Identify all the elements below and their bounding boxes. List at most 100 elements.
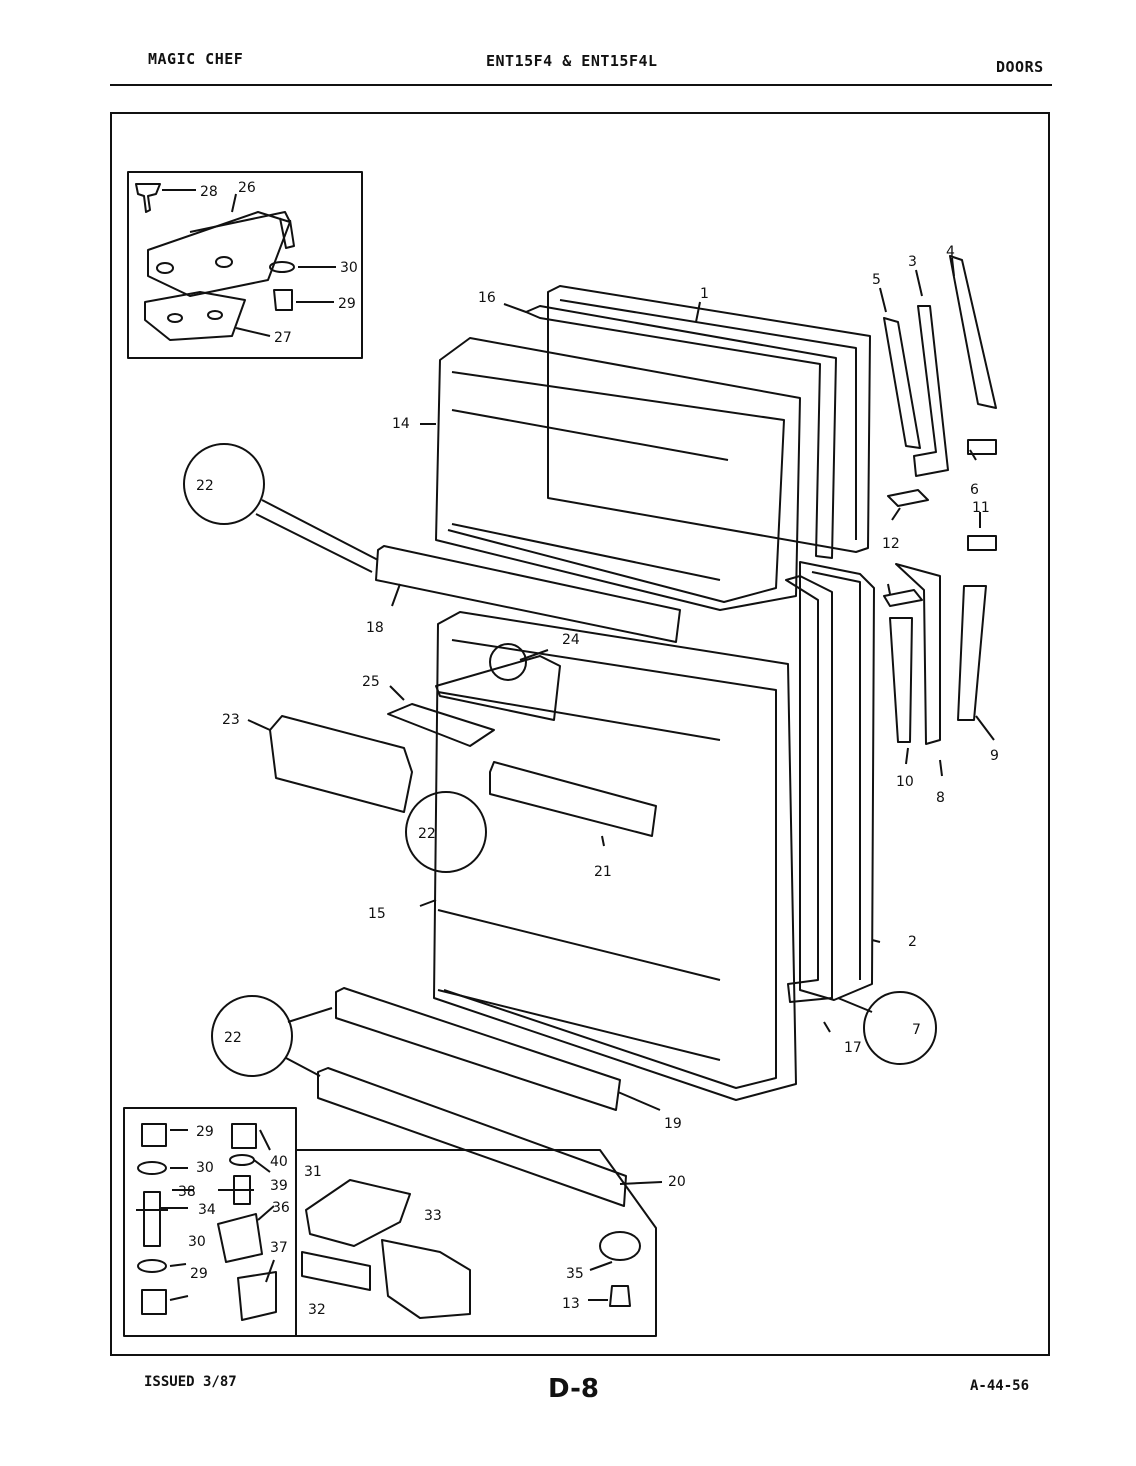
spacer-6 — [967, 439, 997, 455]
callout-33: 33 — [424, 1208, 442, 1224]
callout-34: 34 — [198, 1202, 216, 1218]
plate-37 — [237, 1271, 277, 1321]
page-number: D-8 — [548, 1374, 599, 1404]
callout-9: 9 — [990, 748, 999, 764]
callout-22a: 22 — [196, 478, 214, 494]
callout-10: 10 — [896, 774, 914, 790]
hinge-31 — [305, 1179, 411, 1247]
callout-21: 21 — [594, 864, 612, 880]
callout-20: 20 — [668, 1174, 686, 1190]
callout-6: 6 — [970, 482, 979, 498]
callout-29c: 29 — [190, 1266, 208, 1282]
callout-32: 32 — [308, 1302, 326, 1318]
bolt-38 — [233, 1175, 251, 1205]
callout-35: 35 — [566, 1266, 584, 1282]
callout-40: 40 — [270, 1154, 288, 1170]
callout-labels: 1 2 3 4 5 6 7 8 9 10 11 12 13 14 15 16 1… — [178, 180, 999, 1318]
freezer-shelf-bar — [375, 545, 681, 643]
bracket-36 — [217, 1213, 263, 1263]
header-rule — [110, 84, 1052, 86]
callout-22b: 22 — [418, 826, 436, 842]
bushing-29a — [141, 1123, 167, 1147]
diagram-frame — [110, 112, 1050, 1356]
bushing-40 — [231, 1123, 257, 1149]
food-door-liner — [433, 611, 797, 1101]
hinge-plate-bottom — [144, 291, 246, 341]
bushing-icon — [273, 289, 293, 311]
bushing-13 — [609, 1285, 631, 1307]
section-title: DOORS — [996, 58, 1044, 76]
callout-3: 3 — [908, 254, 917, 270]
bottom-trim-bar — [317, 1067, 627, 1207]
washer-icon — [269, 261, 295, 273]
freezer-door-liner — [435, 337, 801, 611]
hinge-plate-top — [147, 211, 291, 297]
bracket-33 — [381, 1239, 471, 1319]
callout-16: 16 — [478, 290, 496, 306]
door-shelf-bin — [269, 715, 413, 813]
spacer-11 — [967, 535, 997, 551]
callout-11: 11 — [972, 500, 990, 516]
callout-39: 39 — [270, 1178, 288, 1194]
screw-icon — [135, 183, 161, 213]
callout-4: 4 — [946, 244, 955, 260]
freezer-gasket — [525, 305, 837, 559]
callout-24: 24 — [562, 632, 580, 648]
hinge-strap-10 — [889, 617, 913, 743]
hinge-strap-9 — [957, 585, 987, 721]
hinge-strap-8 — [895, 563, 941, 745]
bottom-hinge-inset-ext — [296, 1149, 657, 1337]
top-hinge-inset — [127, 171, 363, 359]
callout-25: 25 — [362, 674, 380, 690]
compartment-door — [387, 703, 495, 747]
callout-19: 19 — [664, 1116, 682, 1132]
callout-2: 2 — [908, 934, 917, 950]
food-door-panel — [799, 561, 875, 1001]
hinge-strap-3 — [913, 305, 949, 477]
detail-circle-7 — [863, 991, 937, 1065]
callout-23: 23 — [222, 712, 240, 728]
food-gasket — [785, 575, 833, 1003]
washer-39 — [229, 1154, 255, 1166]
bushing-29b — [141, 1289, 167, 1315]
callout-27: 27 — [274, 330, 292, 346]
callout-17: 17 — [844, 1040, 862, 1056]
callout-18: 18 — [366, 620, 384, 636]
callout-7: 7 — [912, 1022, 921, 1038]
clip-detail-22c — [211, 995, 293, 1077]
callout-30a: 30 — [340, 260, 358, 276]
callout-29b: 29 — [196, 1124, 214, 1140]
issued-date: ISSUED 3/87 — [144, 1374, 237, 1390]
callout-31: 31 — [304, 1164, 322, 1180]
callout-30b: 30 — [196, 1160, 214, 1176]
callout-8: 8 — [936, 790, 945, 806]
hinge-pin — [279, 217, 295, 249]
callout-26: 26 — [238, 180, 256, 196]
callout-5: 5 — [872, 272, 881, 288]
pin-34 — [136, 1191, 168, 1247]
callout-13: 13 — [562, 1296, 580, 1312]
washer-30b — [137, 1259, 167, 1273]
callout-14: 14 — [392, 416, 410, 432]
callout-30c: 30 — [188, 1234, 206, 1250]
callout-29a: 29 — [338, 296, 356, 312]
bottom-shelf-bar — [335, 987, 621, 1111]
hinge-strap-5 — [883, 317, 921, 449]
cap-35 — [599, 1231, 641, 1261]
callout-28: 28 — [200, 184, 218, 200]
callout-15: 15 — [368, 906, 386, 922]
freezer-door-panel — [547, 285, 871, 553]
hinge-plate-12 — [887, 489, 929, 507]
bottom-hinge-inset — [123, 1107, 297, 1337]
brand-name: MAGIC CHEF — [148, 50, 244, 68]
callout-38: 38 — [178, 1184, 196, 1200]
detail-circle-24 — [489, 643, 527, 681]
hinge-plate-12b — [883, 589, 923, 607]
callout-22c: 22 — [224, 1030, 242, 1046]
hinge-strap-4 — [949, 255, 997, 409]
shelf-rail — [489, 761, 657, 837]
model-number: ENT15F4 & ENT15F4L — [486, 52, 658, 70]
clip-detail-22a — [183, 443, 265, 525]
plate-32 — [301, 1251, 371, 1291]
